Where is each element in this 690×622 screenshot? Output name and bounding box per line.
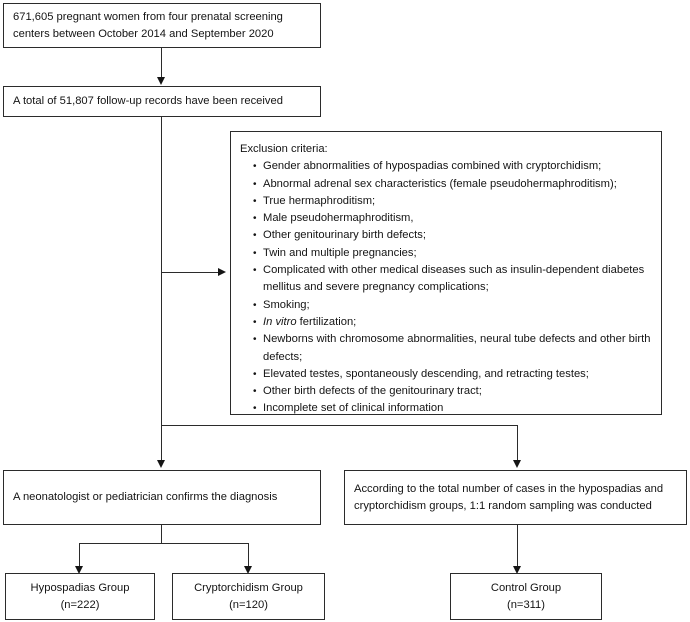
hypospadias-group-label: Hypospadias Group bbox=[30, 581, 130, 594]
connector-split-bar bbox=[161, 425, 518, 426]
connector-diagnosis-stem bbox=[161, 525, 162, 543]
node-followup-line-1: A total of 51,807 follow-up records have… bbox=[13, 95, 283, 107]
exclusion-criteria-item: • Incomplete set of clinical information bbox=[253, 400, 651, 417]
control-group-count: (n=311) bbox=[506, 598, 546, 611]
connector-main-spine bbox=[161, 117, 162, 426]
control-group-label: Control Group bbox=[490, 581, 562, 594]
exclusion-criteria-item-text: Twin and multiple pregnancies; bbox=[263, 246, 417, 259]
exclusion-criteria-item-text: Abnormal adrenal sex characteristics (fe… bbox=[263, 177, 617, 190]
bullet-icon: • bbox=[253, 195, 257, 207]
bullet-icon: • bbox=[253, 316, 257, 328]
connector-to-exclusion bbox=[161, 272, 218, 273]
bullet-icon: • bbox=[253, 230, 257, 242]
arrowhead-to-control-group bbox=[513, 566, 521, 574]
node-cryptorchidism-group: Cryptorchidism Group (n=120) bbox=[172, 573, 325, 620]
bullet-icon: • bbox=[253, 403, 257, 415]
exclusion-criteria-item: • Complicated with other medical diseases… bbox=[253, 262, 651, 297]
node-sampling-line-2: cryptorchidism groups, 1:1 random sampli… bbox=[354, 499, 652, 512]
bullet-icon: • bbox=[253, 161, 257, 173]
exclusion-criteria-item: • Newborns with chromosome abnormalities,… bbox=[253, 331, 651, 366]
arrowhead-to-sampling bbox=[513, 460, 521, 468]
arrowhead-to-hypospadias-group bbox=[75, 566, 83, 574]
exclusion-criteria-item-text: Complicated with other medical diseases … bbox=[263, 264, 645, 294]
exclusion-criteria-item-text: Newborns with chromosome abnormalities, … bbox=[263, 333, 651, 363]
exclusion-criteria-item: • Twin and multiple pregnancies; bbox=[253, 245, 651, 262]
exclusion-criteria-item: • In vitro fertilization; bbox=[253, 314, 651, 331]
exclusion-criteria-item: • Other genitourinary birth defects; bbox=[253, 227, 651, 244]
node-exclusion-criteria: Exclusion criteria: • Gender abnormalitie… bbox=[230, 131, 662, 415]
bullet-icon: • bbox=[253, 213, 257, 225]
exclusion-criteria-item-text: Gender abnormalities of hypospadias comb… bbox=[263, 160, 602, 173]
exclusion-criteria-item-text: Male pseudohermaphroditism, bbox=[263, 212, 414, 225]
exclusion-criteria-item: • Smoking; bbox=[253, 297, 651, 314]
bullet-icon: • bbox=[253, 265, 257, 277]
exclusion-criteria-item-text: Elevated testes, spontaneously descendin… bbox=[263, 367, 589, 380]
hypospadias-group-count: (n=222) bbox=[60, 598, 100, 611]
node-enrollment: 671,605 pregnant women from four prenata… bbox=[3, 3, 321, 48]
connector-sampling-to-control bbox=[517, 525, 518, 572]
exclusion-criteria-item-text: Incomplete set of clinical information bbox=[263, 402, 444, 415]
node-diagnosis-line-1: A neonatologist or pediatrician confirms… bbox=[13, 491, 278, 503]
arrowhead-to-exclusion bbox=[218, 268, 226, 276]
arrowhead-to-diagnosis bbox=[157, 460, 165, 468]
connector-fork-left-drop bbox=[79, 543, 80, 572]
exclusion-criteria-item: • Male pseudohermaphroditism, bbox=[253, 210, 651, 227]
exclusion-criteria-item: • Elevated testes, spontaneously descendi… bbox=[253, 366, 651, 383]
exclusion-criteria-item: • Abnormal adrenal sex characteristics (f… bbox=[253, 176, 651, 193]
exclusion-criteria-item: • Gender abnormalities of hypospadias com… bbox=[253, 158, 651, 175]
bullet-icon: • bbox=[253, 247, 257, 259]
bullet-icon: • bbox=[253, 178, 257, 190]
exclusion-criteria-title: Exclusion criteria: bbox=[240, 143, 328, 155]
exclusion-criteria-item: • Other birth defects of the genitourinar… bbox=[253, 383, 651, 400]
exclusion-criteria-item-text: Other birth defects of the genitourinary… bbox=[263, 385, 482, 398]
node-enrollment-line-1: 671,605 pregnant women from four prenata… bbox=[13, 10, 283, 23]
node-followup: A total of 51,807 follow-up records have… bbox=[3, 86, 321, 117]
exclusion-criteria-item: • True hermaphroditism; bbox=[253, 193, 651, 210]
bullet-icon: • bbox=[253, 386, 257, 398]
cryptorchidism-group-label: Cryptorchidism Group bbox=[194, 581, 303, 594]
connector-enrollment-to-followup bbox=[161, 48, 162, 78]
node-diagnosis: A neonatologist or pediatrician confirms… bbox=[3, 470, 321, 525]
exclusion-criteria-item-text: Smoking; bbox=[263, 298, 310, 311]
bullet-icon: • bbox=[253, 368, 257, 380]
connector-split-right-drop bbox=[517, 425, 518, 461]
bullet-icon: • bbox=[253, 299, 257, 311]
exclusion-criteria-list: • Gender abnormalities of hypospadias com… bbox=[240, 158, 651, 417]
connector-diagnosis-fork-bar bbox=[79, 543, 249, 544]
connector-split-left-drop bbox=[161, 425, 162, 461]
cryptorchidism-group-count: (n=120) bbox=[229, 598, 268, 611]
node-hypospadias-group: Hypospadias Group (n=222) bbox=[5, 573, 155, 620]
arrowhead-enrollment-to-followup bbox=[157, 77, 165, 85]
node-sampling: According to the total number of cases i… bbox=[344, 470, 687, 525]
exclusion-criteria-item-emphasis: In vitro bbox=[263, 315, 297, 328]
exclusion-criteria-item-text: fertilization; bbox=[296, 315, 357, 328]
node-control-group: Control Group (n=311) bbox=[450, 573, 602, 620]
node-sampling-line-1: According to the total number of cases i… bbox=[354, 482, 664, 495]
node-enrollment-line-2: centers between October 2014 and Septemb… bbox=[13, 27, 274, 40]
arrowhead-to-cryptorchidism-group bbox=[244, 566, 252, 574]
exclusion-criteria-item-text: Other genitourinary birth defects; bbox=[263, 229, 426, 242]
exclusion-criteria-item-text: True hermaphroditism; bbox=[263, 194, 376, 207]
bullet-icon: • bbox=[253, 334, 257, 346]
connector-fork-right-drop bbox=[248, 543, 249, 572]
